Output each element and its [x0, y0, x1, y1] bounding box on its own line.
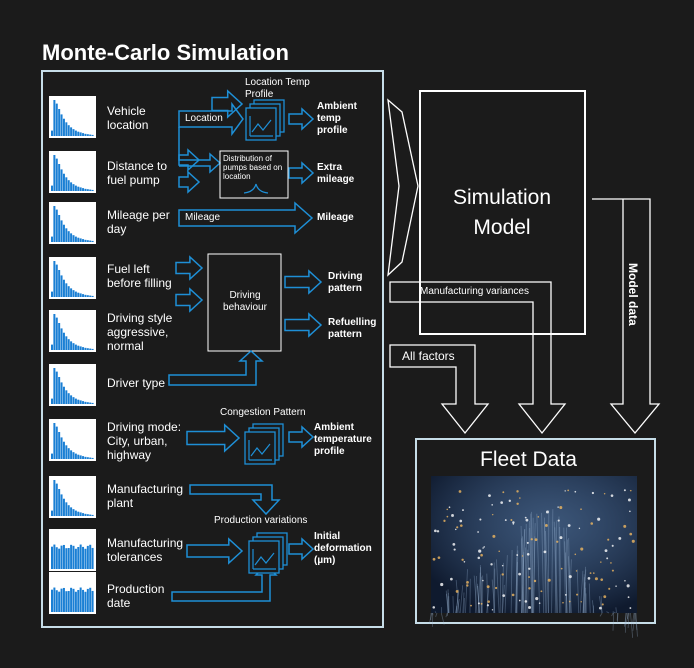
histogram-icon [49, 96, 96, 138]
monte-carlo-frame [41, 70, 384, 628]
mileage-arrow-label: Mileage [185, 212, 221, 223]
histogram-icon [49, 151, 96, 193]
input-label: Driving mode: City, urban, highway [107, 420, 182, 462]
block-arrow [284, 269, 323, 295]
block-arrow [186, 423, 241, 453]
location-arrow [178, 101, 244, 137]
model-data-label: Model data [626, 263, 640, 326]
mileage-arrow [178, 201, 314, 235]
histogram-icon [49, 476, 96, 518]
input-label: Driver type [107, 376, 166, 390]
input-label: Production date [107, 582, 165, 610]
refuelling-pattern-label: Refuelling pattern [328, 317, 377, 340]
histogram-icon [49, 202, 96, 244]
block-arrow [178, 148, 201, 172]
page-title: Monte-Carlo Simulation [42, 40, 289, 65]
block-arrow [288, 537, 315, 561]
location-arrow-label: Location [185, 113, 223, 124]
location-temp-profile-label: Location Temp Profile [245, 77, 310, 100]
pump-distribution-box [219, 150, 289, 199]
congestion-pattern-label: Congestion Pattern [220, 407, 306, 418]
manufacturing-plant-arrow [189, 484, 281, 516]
driving-pattern-label: Driving pattern [328, 271, 363, 294]
manufacturing-variances-label: Manufacturing variances [420, 286, 529, 297]
initial-deformation-label: Initial deformation (µm) [314, 531, 372, 566]
input-label: Driving style aggressive, normal [107, 311, 173, 353]
driver-type-arrow [168, 349, 264, 386]
fleet-data-box [415, 438, 656, 624]
ambient-temperature-profile-label: Ambient temperature profile [314, 422, 372, 457]
input-label: Distance to fuel pump [107, 159, 168, 187]
to-simulation-arrow [387, 98, 419, 277]
input-label: Mileage per day [107, 208, 170, 236]
bell-curve-icon [243, 183, 269, 194]
fleet-data-image [428, 476, 638, 638]
block-arrow [288, 107, 315, 131]
all-factors-label: All factors [402, 349, 455, 363]
pump-distribution-label: Distribution of pumps based on location [223, 154, 283, 181]
simulation-model-label: Simulation Model [452, 186, 552, 239]
input-label: Vehicle location [107, 104, 149, 132]
driving-behaviour-label: Driving behaviour [223, 290, 267, 313]
flow-arrows [175, 89, 323, 565]
mileage-output-label: Mileage [317, 212, 354, 223]
model-data-arrow [592, 198, 661, 435]
fleet-data-title: Fleet Data [480, 448, 577, 471]
simulation-model-box [419, 90, 586, 335]
location-to-pump-connector [178, 127, 222, 174]
histogram-icon [49, 529, 96, 571]
driving-behaviour-box [207, 253, 282, 352]
production-variations-label: Production variations [214, 515, 308, 526]
block-arrow [288, 161, 315, 185]
block-arrow [175, 287, 204, 313]
histogram-icon [49, 419, 96, 461]
input-label: Manufacturing plant [107, 482, 184, 510]
histogram-icon [49, 257, 96, 299]
histogram-icon [49, 310, 96, 352]
block-arrow [284, 312, 323, 338]
input-label: Manufacturing tolerances [107, 536, 184, 564]
ambient-temp-profile-label: Ambient temp profile [317, 101, 357, 136]
production-variations-icon [248, 532, 288, 574]
manufacturing-variances-arrow [389, 281, 567, 435]
extra-mileage-label: Extra mileage [317, 162, 355, 185]
input-label: Fuel left before filling [107, 262, 172, 290]
block-arrow [178, 170, 201, 194]
congestion-pattern-icon [244, 423, 284, 465]
block-arrow [175, 255, 204, 281]
histogram-icon [49, 572, 96, 614]
all-factors-arrow [389, 344, 490, 435]
distribution-histograms [49, 96, 96, 614]
block-arrow [288, 425, 315, 449]
histogram-icon [49, 364, 96, 406]
block-arrow [186, 537, 244, 565]
location-temp-profile-icon [245, 99, 285, 141]
